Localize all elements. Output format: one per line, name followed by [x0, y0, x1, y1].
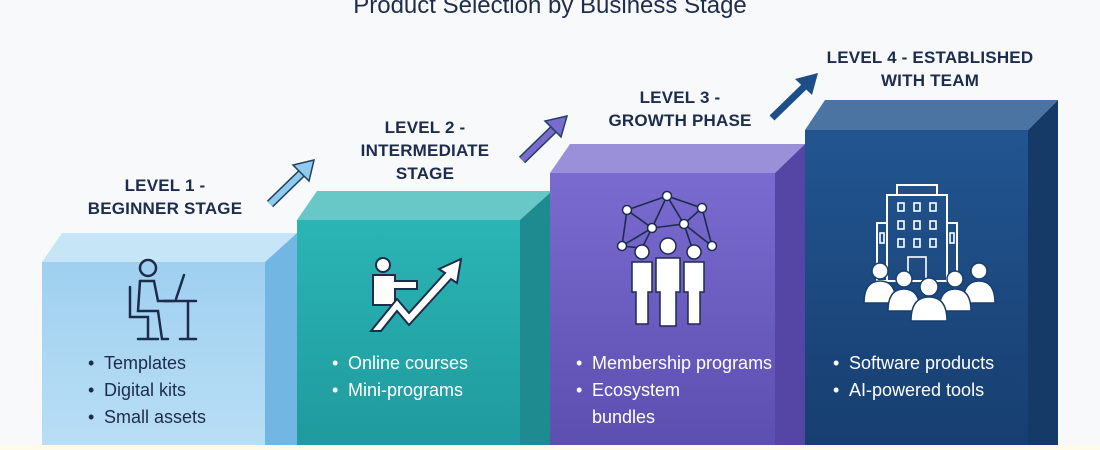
level-2-product-list: Online courses Mini-programs: [332, 350, 468, 404]
arrow-up-right-icon: [769, 73, 818, 121]
list-item: Membership programs: [576, 350, 772, 377]
list-item-continuation: bundles: [592, 407, 656, 427]
list-item: Digital kits: [88, 377, 206, 404]
person-growth-arrow-icon: [368, 257, 463, 332]
person-at-laptop-icon: [128, 258, 198, 341]
level-2-label: LEVEL 2 - INTERMEDIATE STAGE: [330, 116, 520, 185]
level-4-label-line: WITH TEAM: [880, 71, 980, 90]
level-3-label-line: GROWTH PHASE: [608, 111, 752, 130]
list-item: Small assets: [88, 404, 206, 431]
list-item: Templates: [88, 350, 206, 377]
list-item: Ecosystem: [576, 377, 772, 404]
level-1-label-line: BEGINNER STAGE: [87, 199, 243, 218]
level-1-label-line: LEVEL 1 -: [124, 176, 206, 195]
list-item: Mini-programs: [332, 377, 468, 404]
level-4-label: LEVEL 4 - ESTABLISHED WITH TEAM: [805, 46, 1055, 92]
floor-strip: [0, 445, 1100, 450]
level-3-label-line: LEVEL 3 -: [639, 88, 721, 107]
level-2-label-line: STAGE: [395, 164, 455, 183]
office-building-team-icon: [863, 184, 996, 322]
list-item: AI-powered tools: [833, 377, 994, 404]
list-item: Software products: [833, 350, 994, 377]
level-2-label-line: LEVEL 2 -: [384, 118, 466, 137]
level-4-product-list: Software products AI-powered tools: [833, 350, 994, 404]
level-1-label: LEVEL 1 - BEGINNER STAGE: [60, 174, 270, 220]
level-2-block: [297, 191, 552, 445]
diagram-title: Product Selection by Business Stage: [353, 0, 747, 19]
arrow-up-right-icon: [266, 158, 316, 208]
level-2-label-line: INTERMEDIATE: [360, 141, 490, 160]
level-4-label-line: LEVEL 4 - ESTABLISHED: [826, 48, 1034, 67]
level-3-product-list: Membership programs Ecosystem bundles: [576, 350, 772, 431]
level-1-product-list: Templates Digital kits Small assets: [88, 350, 206, 431]
community-network-icon: [616, 190, 718, 327]
level-3-label: LEVEL 3 - GROWTH PHASE: [580, 86, 780, 132]
list-item: Online courses: [332, 350, 468, 377]
arrow-up-right-icon: [518, 114, 569, 164]
